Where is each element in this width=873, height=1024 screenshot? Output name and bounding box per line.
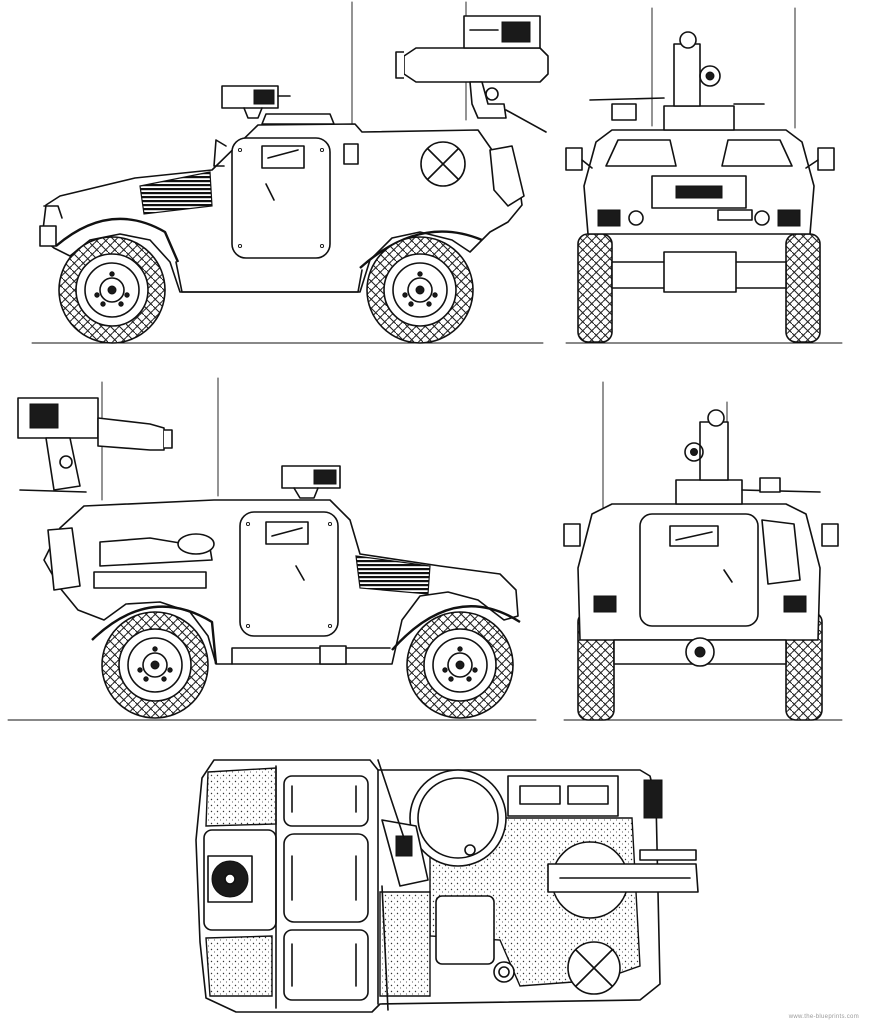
right-mirror [821,523,839,547]
mirror-arm [581,159,593,169]
rear-wheel-arch [359,230,483,269]
right-headlamp-lens [754,210,770,226]
hatch-hinge [291,943,357,987]
cooling-fan-hub [224,873,236,885]
port-cover-cross [575,949,613,987]
door-rivet [327,623,333,629]
cupola-detail [464,844,476,856]
right-vision-hatch [721,139,793,167]
left-front-tire [577,233,613,343]
front-plate [717,209,753,221]
rear-stowage-lid [567,785,609,805]
hatch-hinge [291,785,357,813]
door-handle [265,183,275,201]
top-view [195,759,699,1013]
tow-eye-center [694,646,706,658]
door-vision-block [265,521,309,545]
front-wheel-arch [55,217,180,263]
grille-insert [675,185,723,199]
side-mirror [213,139,227,167]
non-skid-plate [205,935,273,997]
front-bumper [663,251,737,293]
door-rivet [319,147,325,153]
hatch-hinge [291,855,357,901]
front-tow-hook [43,205,63,219]
vision-block-detail [675,531,713,541]
right-side-view [7,377,537,721]
engine-louvres [139,171,213,215]
vision-block-detail [271,527,303,537]
credit-watermark: www.the-blueprints.com [788,1014,859,1020]
engine-louvres [355,555,431,595]
door-rivet [245,623,251,629]
rear-wheel-arch [91,605,218,665]
driver-hatch-front [283,775,369,827]
rear-stowage-rack [489,145,525,207]
rear-door-handle [723,569,733,583]
door-rivet [327,521,333,527]
non-skid-plate [379,891,431,997]
left-vision-hatch [605,139,677,167]
roof-hatch [261,113,335,125]
left-mirror [563,523,581,547]
port-cover-cross [427,148,459,180]
door-handle [295,565,305,581]
door-rivet [245,521,251,527]
side-door [231,137,331,259]
right-rear-light [783,595,807,613]
cupola-ring [417,777,499,859]
roof-weapon-top [377,759,429,1011]
left-mirror [565,147,583,171]
front-wheel-arch [391,605,521,651]
side-door [239,511,339,637]
front-view [565,7,843,344]
left-headlamp [597,209,621,227]
rear-coil-inner [498,966,510,978]
rear-stowage-rack [47,527,81,591]
front-turret [589,31,765,131]
door-rivet [237,147,243,153]
driver-hatch-rear [283,929,369,1001]
missile-launcher [395,15,549,133]
side-stowage-rack [761,519,801,585]
rear-rack [643,779,663,819]
door-rivet [319,243,325,249]
left-rear-light [593,595,617,613]
launcher-sight [639,849,697,861]
roof-weapon-mount [281,465,341,499]
right-headlamp [777,209,801,227]
commander-cupola [409,769,507,867]
front-wheel [58,236,166,344]
rear-side-hatch [343,143,359,165]
front-weapon-mount [221,85,291,119]
missile-launcher [17,397,173,493]
rear-view [563,381,843,721]
driver-hatch-mid [283,833,369,923]
non-skid-plate [205,767,277,827]
lower-hull [175,261,363,293]
rear-stowage-lid [519,785,561,805]
rear-coil [493,961,515,983]
left-side-view [31,1,549,344]
mirror-arm [805,159,819,169]
rear-wheel [366,236,474,344]
door-rivet [237,243,243,249]
front-wheel [406,611,514,719]
rear-roof-hatch [435,895,495,965]
left-headlamp-lens [628,210,644,226]
rear-turret [675,409,821,505]
front-bumper [39,225,57,247]
vision-block-detail [267,149,299,159]
side-step [319,645,347,665]
right-front-tire [785,233,821,343]
right-mirror [817,147,835,171]
side-stowage-box [93,571,207,589]
rear-wheel [101,611,209,719]
side-port-cover [177,533,215,555]
